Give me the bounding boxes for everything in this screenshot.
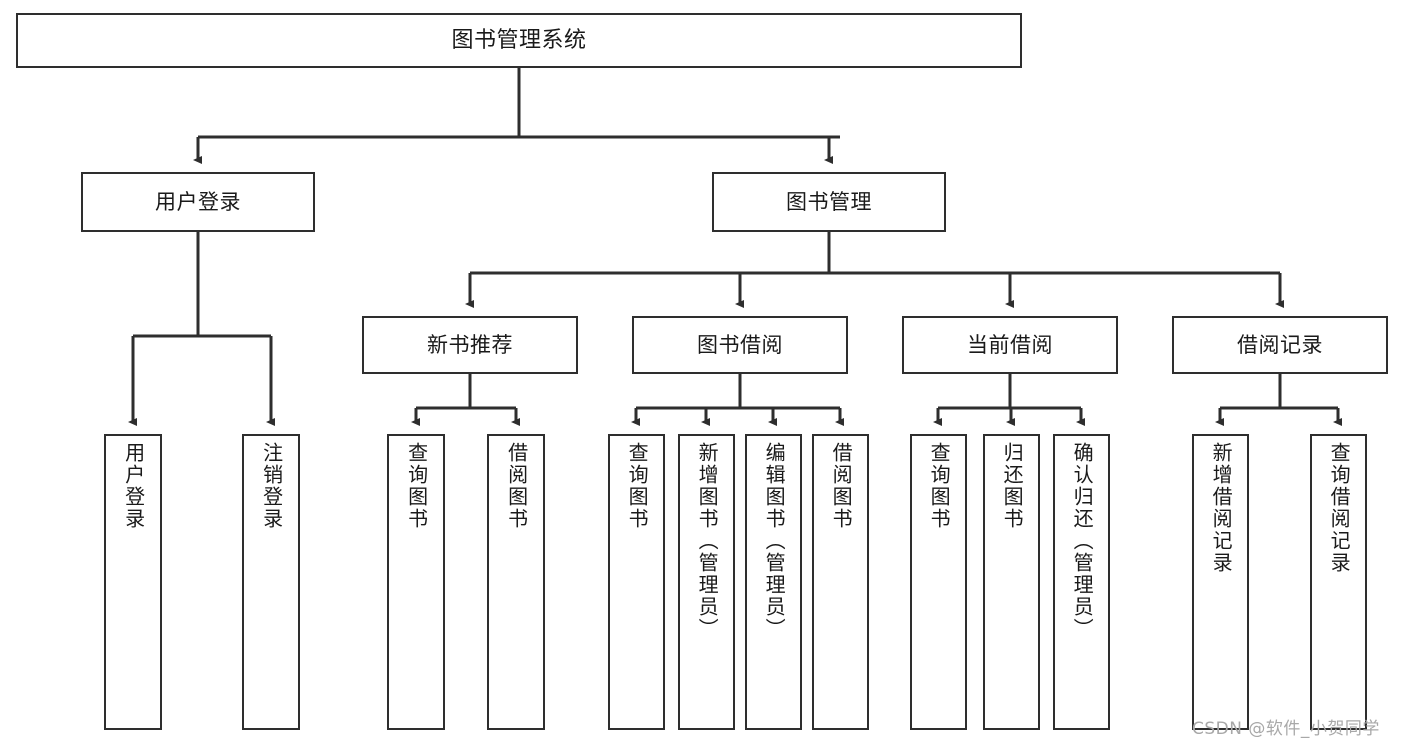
leaf-user-logout-label: 注销登录	[259, 442, 284, 530]
node-new-book-rec[interactable]: 新书推荐	[362, 316, 578, 374]
leaf-record-add-label: 新增借阅记录	[1209, 442, 1234, 574]
leaf-current-return-book[interactable]: 归还图书	[983, 434, 1040, 730]
leaf-borrow-add-book[interactable]: 新增图书（管理员）	[678, 434, 735, 730]
node-user-login[interactable]: 用户登录	[81, 172, 315, 232]
node-book-borrow-label: 图书借阅	[697, 332, 783, 357]
node-book-manage[interactable]: 图书管理	[712, 172, 946, 232]
leaf-borrow-edit-book-label: 编辑图书（管理员）	[762, 442, 787, 640]
node-root-label: 图书管理系统	[451, 27, 587, 53]
leaf-rec-borrow-book-label: 借阅图书	[504, 442, 529, 530]
leaf-borrow-borrow-book[interactable]: 借阅图书	[812, 434, 869, 730]
csdn-watermark: CSDN @软件_小贺同学	[1192, 719, 1380, 739]
leaf-borrow-add-book-label: 新增图书（管理员）	[695, 442, 720, 640]
leaf-current-confirm-return-label: 确认归还（管理员）	[1070, 442, 1095, 640]
leaf-borrow-query-book[interactable]: 查询图书	[608, 434, 665, 730]
node-book-manage-label: 图书管理	[786, 189, 872, 214]
node-user-login-label: 用户登录	[155, 189, 241, 214]
leaf-user-login-label: 用户登录	[121, 442, 146, 530]
node-book-borrow[interactable]: 图书借阅	[632, 316, 848, 374]
leaf-record-query[interactable]: 查询借阅记录	[1310, 434, 1367, 730]
leaf-user-login[interactable]: 用户登录	[104, 434, 162, 730]
leaf-rec-borrow-book[interactable]: 借阅图书	[487, 434, 545, 730]
leaf-current-query-book[interactable]: 查询图书	[910, 434, 967, 730]
leaf-current-query-book-label: 查询图书	[927, 442, 952, 530]
leaf-current-return-book-label: 归还图书	[1000, 442, 1025, 530]
leaf-borrow-query-book-label: 查询图书	[625, 442, 650, 530]
leaf-record-add[interactable]: 新增借阅记录	[1192, 434, 1249, 730]
node-new-book-rec-label: 新书推荐	[427, 332, 513, 357]
leaf-rec-query-book[interactable]: 查询图书	[387, 434, 445, 730]
leaf-record-query-label: 查询借阅记录	[1327, 442, 1352, 574]
leaf-user-logout[interactable]: 注销登录	[242, 434, 300, 730]
node-borrow-record[interactable]: 借阅记录	[1172, 316, 1388, 374]
leaf-borrow-edit-book[interactable]: 编辑图书（管理员）	[745, 434, 802, 730]
leaf-borrow-borrow-book-label: 借阅图书	[829, 442, 854, 530]
node-current-borrow-label: 当前借阅	[967, 332, 1053, 357]
leaf-rec-query-book-label: 查询图书	[404, 442, 429, 530]
node-root[interactable]: 图书管理系统	[16, 13, 1022, 68]
node-current-borrow[interactable]: 当前借阅	[902, 316, 1118, 374]
node-borrow-record-label: 借阅记录	[1237, 332, 1323, 357]
leaf-current-confirm-return[interactable]: 确认归还（管理员）	[1053, 434, 1110, 730]
